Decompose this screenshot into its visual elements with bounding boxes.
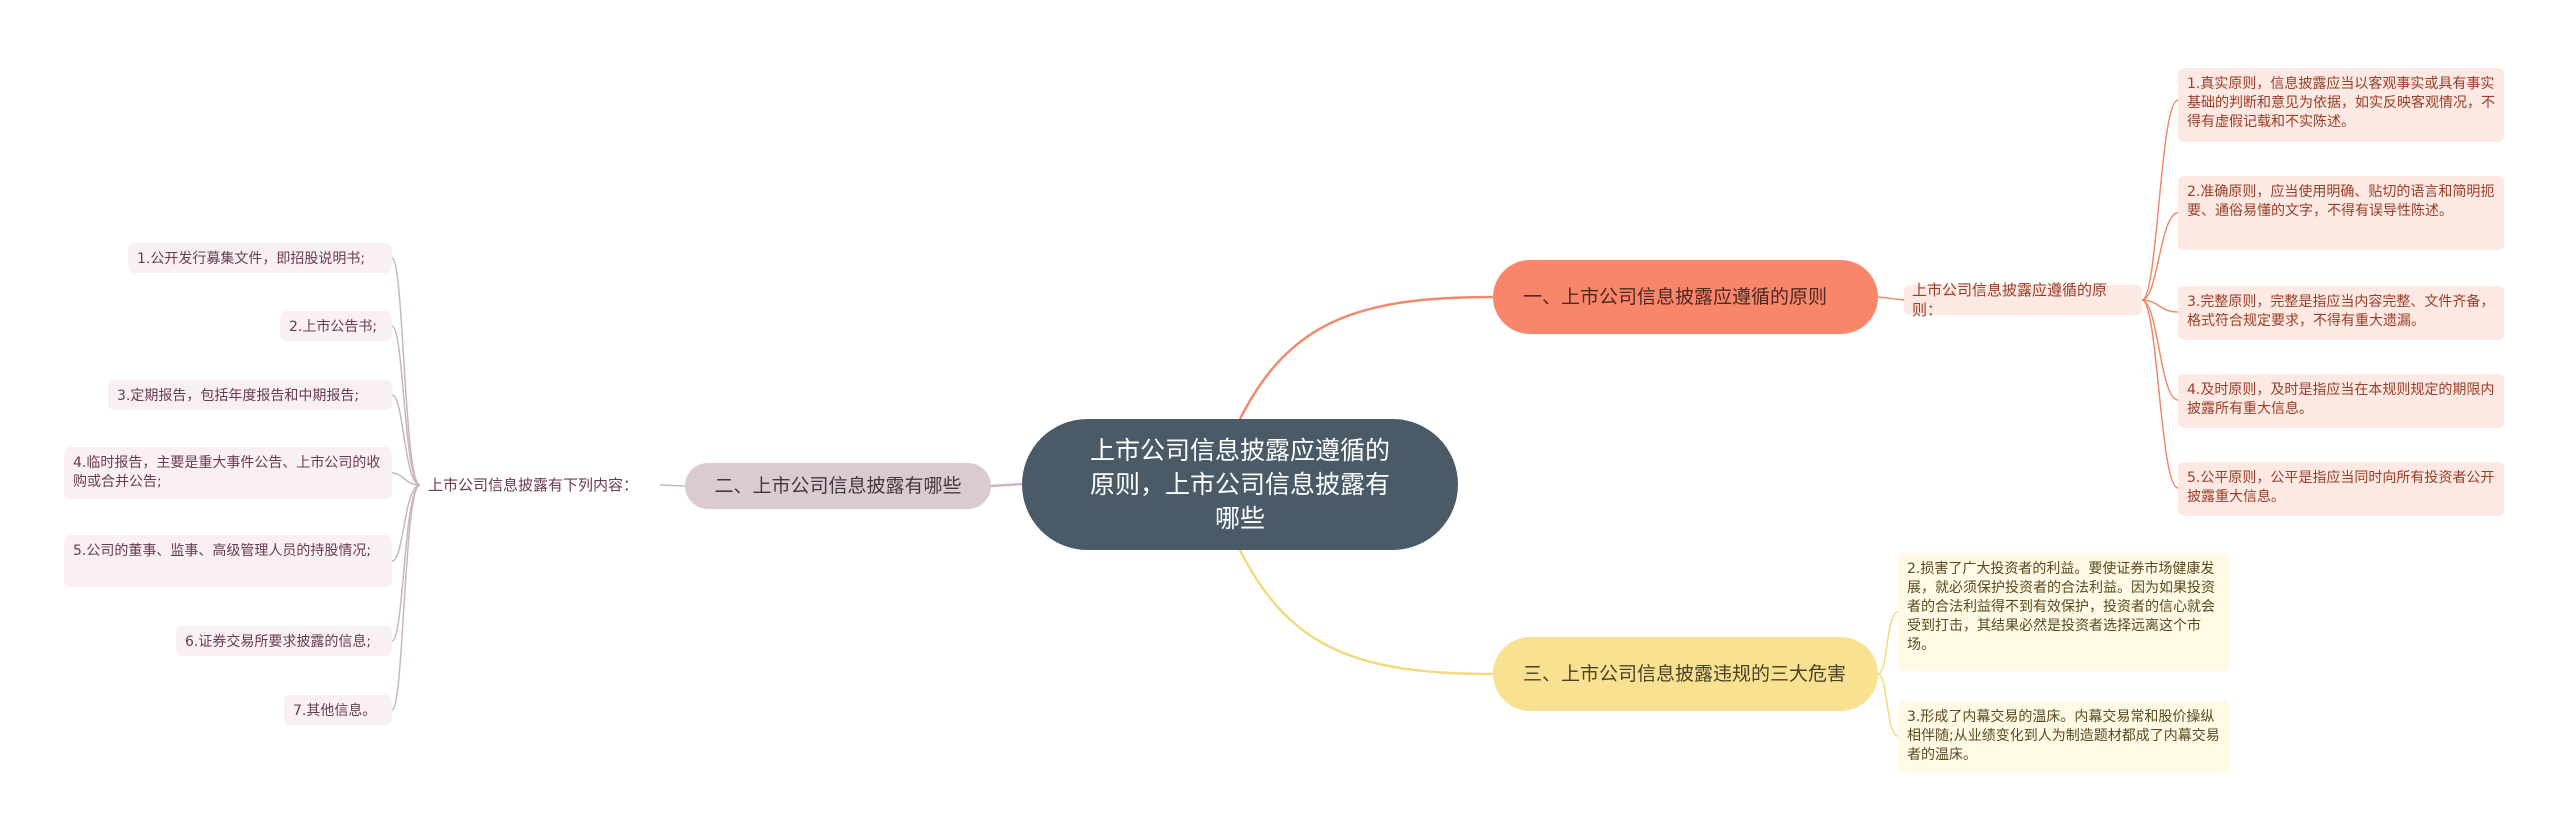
leaf-item-4[interactable]: 4.临时报告，主要是重大事件公告、上市公司的收购或合并公告; (64, 447, 392, 499)
subtopic-disclosure-items[interactable]: 上市公司信息披露有下列内容： (420, 470, 660, 500)
leaf-principle-2[interactable]: 2.准确原则，应当使用明确、贴切的语言和简明扼要、通俗易懂的文字，不得有误导性陈… (2178, 176, 2504, 250)
leaf-harm-2[interactable]: 2.损害了广大投资者的利益。要使证券市场健康发展，就必须保护投资者的合法利益。因… (1898, 553, 2230, 671)
leaf-principle-3[interactable]: 3.完整原则，完整是指应当内容完整、文件齐备，格式符合规定要求，不得有重大遗漏。 (2178, 286, 2504, 340)
branch-disclosure-items-label: 二、上市公司信息披露有哪些 (714, 475, 962, 497)
edge-branch1-sub (1877, 296, 1905, 301)
leaf-text: 2.上市公告书; (289, 319, 378, 335)
edge-branch3-leaf1 (1877, 611, 1899, 675)
edge-sub1-leaf5 (2141, 299, 2179, 489)
edge-sub2-leaf4 (391, 472, 421, 486)
leaf-item-6[interactable]: 6.证券交易所要求披露的信息; (176, 626, 392, 656)
edge-sub2-leaf7 (391, 484, 421, 711)
leaf-text: 7.其他信息。 (293, 703, 377, 719)
leaf-text: 5.公司的董事、监事、高级管理人员的持股情况; (73, 543, 372, 559)
edge-sub2-leaf5 (391, 484, 421, 562)
leaf-text: 3.定期报告，包括年度报告和中期报告; (117, 388, 360, 404)
leaf-text: 3.完整原则，完整是指应当内容完整、文件齐备，格式符合规定要求，不得有重大遗漏。 (2187, 294, 2495, 329)
leaf-text: 3.形成了内幕交易的温床。内幕交易常和股价操纵相伴随;从业绩变化到人为制造题材都… (1907, 709, 2220, 763)
leaf-item-2[interactable]: 2.上市公告书; (280, 311, 392, 341)
leaf-text: 6.证券交易所要求披露的信息; (185, 634, 372, 650)
subtopic-principles[interactable]: 上市公司信息披露应遵循的原则： (1904, 281, 2142, 319)
branch-violation-harms[interactable]: 三、上市公司信息披露违规的三大危害 (1493, 637, 1878, 711)
edge-branch2-sub (659, 484, 686, 487)
branch-principles[interactable]: 一、上市公司信息披露应遵循的原则 (1493, 260, 1878, 334)
edge-sub2-leaf6 (391, 484, 421, 642)
leaf-text: 1.公开发行募集文件，即招股说明书; (137, 251, 366, 267)
leaf-text: 1.真实原则，信息披露应当以客观事实或具有事实基础的判断和意见为依据，如实反映客… (2187, 76, 2495, 130)
leaf-principle-4[interactable]: 4.及时原则，及时是指应当在本规则规定的期限内披露所有重大信息。 (2178, 374, 2504, 428)
leaf-item-3[interactable]: 3.定期报告，包括年度报告和中期报告; (108, 380, 392, 410)
leaf-item-7[interactable]: 7.其他信息。 (284, 695, 392, 725)
leaf-text: 4.及时原则，及时是指应当在本规则规定的期限内披露所有重大信息。 (2187, 382, 2495, 417)
edge-sub1-leaf2 (2141, 212, 2179, 301)
leaf-principle-5[interactable]: 5.公平原则，公平是指应当同时向所有投资者公开披露重大信息。 (2178, 462, 2504, 516)
leaf-principle-1[interactable]: 1.真实原则，信息披露应当以客观事实或具有事实基础的判断和意见为依据，如实反映客… (2178, 68, 2504, 142)
subtopic-principles-label: 上市公司信息披露应遵循的原则： (1912, 281, 2108, 319)
edge-root-branch3 (1238, 549, 1494, 676)
edge-root-branch2 (990, 482, 1023, 488)
branch-disclosure-items[interactable]: 二、上市公司信息披露有哪些 (685, 463, 991, 509)
edge-branch3-leaf2 (1877, 673, 1899, 737)
subtopic-disclosure-items-label: 上市公司信息披露有下列内容： (428, 476, 639, 494)
edge-sub1-leaf3 (2141, 299, 2179, 313)
edge-root-branch1 (1238, 295, 1494, 420)
edge-sub1-leaf1 (2141, 99, 2179, 301)
branch-violation-harms-label: 三、上市公司信息披露违规的三大危害 (1523, 663, 1847, 685)
edge-sub2-leaf1 (391, 257, 421, 486)
edge-sub2-leaf2 (391, 325, 421, 486)
branch-principles-label: 一、上市公司信息披露应遵循的原则 (1523, 286, 1828, 308)
leaf-harm-3[interactable]: 3.形成了内幕交易的温床。内幕交易常和股价操纵相伴随;从业绩变化到人为制造题材都… (1898, 701, 2230, 773)
leaf-item-1[interactable]: 1.公开发行募集文件，即招股说明书; (128, 243, 392, 273)
root-topic-label: 上市公司信息披露应遵循的原则，上市公司信息披露有哪些 (1089, 435, 1390, 533)
edge-sub1-leaf4 (2141, 299, 2179, 401)
leaf-text: 5.公平原则，公平是指应当同时向所有投资者公开披露重大信息。 (2187, 470, 2495, 505)
edge-sub2-leaf3 (391, 394, 421, 486)
leaf-text: 4.临时报告，主要是重大事件公告、上市公司的收购或合并公告; (73, 455, 381, 490)
leaf-item-5[interactable]: 5.公司的董事、监事、高级管理人员的持股情况; (64, 535, 392, 587)
leaf-text: 2.准确原则，应当使用明确、贴切的语言和简明扼要、通俗易懂的文字，不得有误导性陈… (2187, 184, 2495, 219)
leaf-text: 2.损害了广大投资者的利益。要使证券市场健康发展，就必须保护投资者的合法利益。因… (1907, 561, 2215, 653)
root-topic[interactable]: 上市公司信息披露应遵循的原则，上市公司信息披露有哪些 (1022, 419, 1458, 550)
